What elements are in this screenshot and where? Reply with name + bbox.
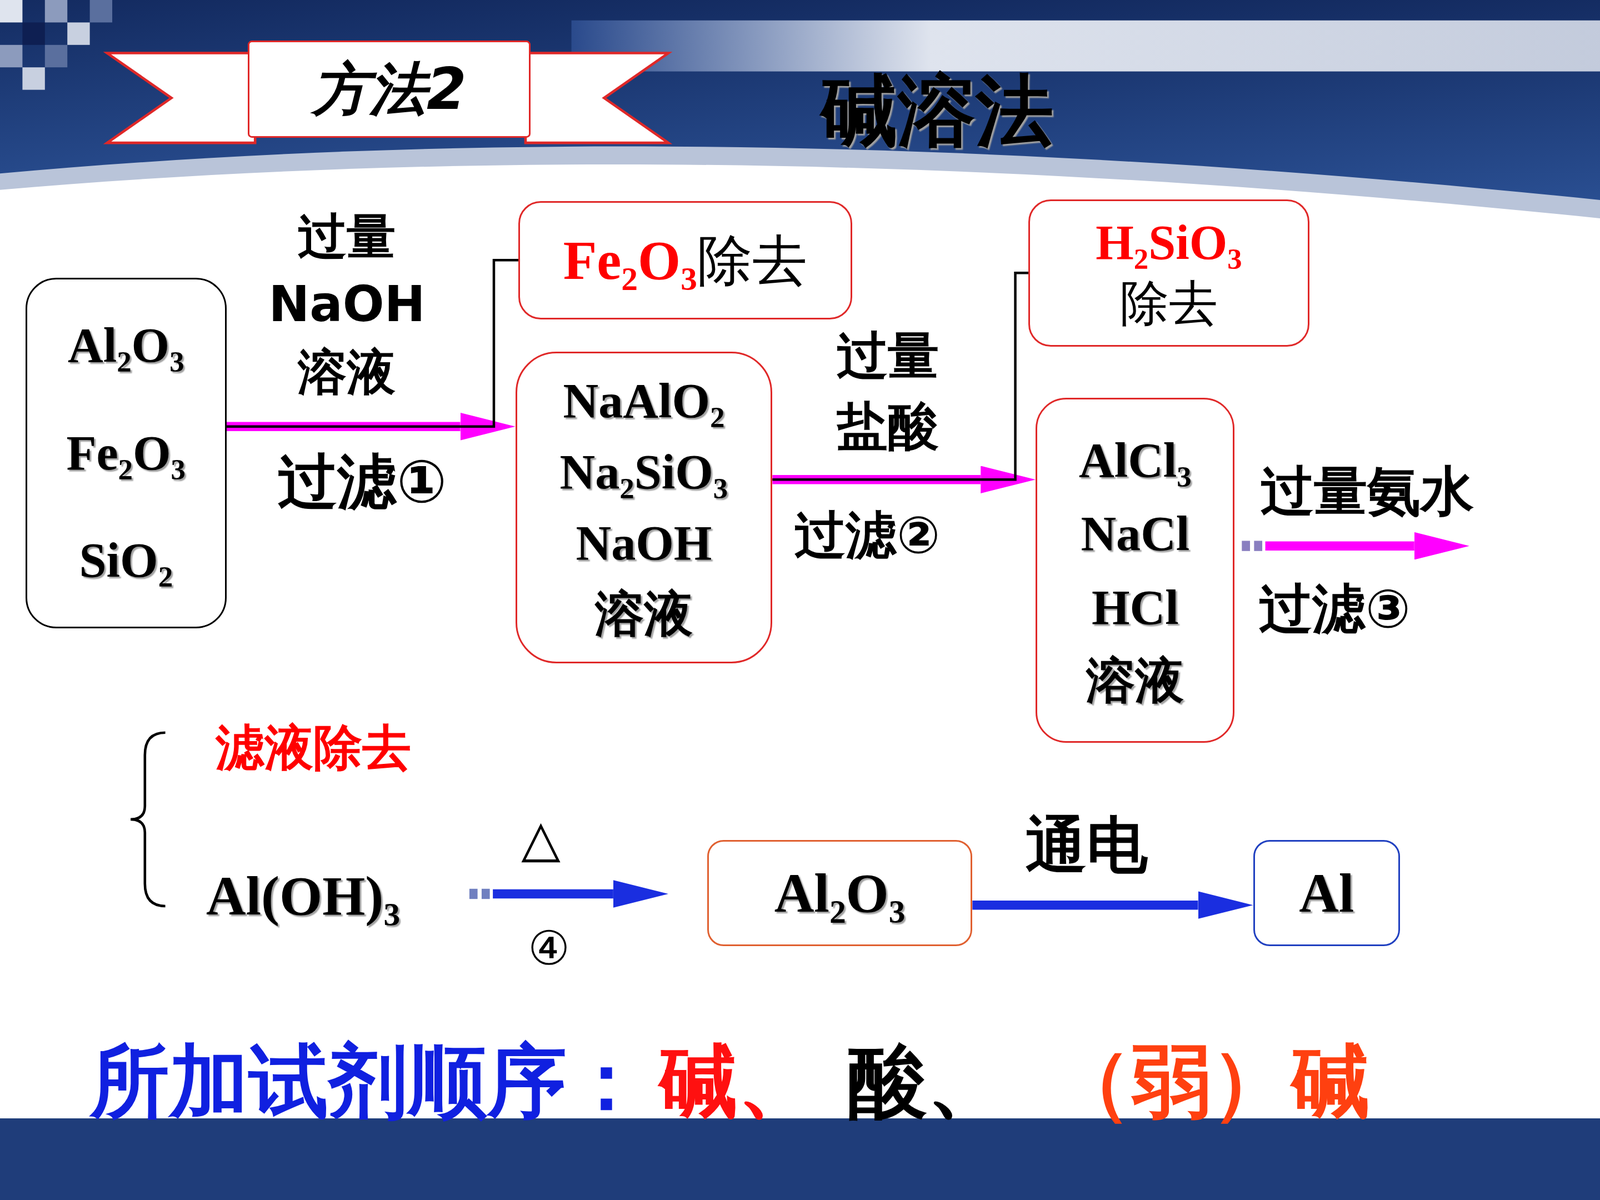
residue-box: Fe₂O₃除去 — [518, 201, 853, 320]
node-text: 方法2 — [312, 57, 467, 121]
header-stripe — [571, 20, 1600, 72]
summary-text: 酸、 — [847, 1036, 1007, 1128]
flow-arrow — [1265, 541, 1415, 551]
corner-squares — [0, 0, 113, 90]
summary-text: 所加试剂顺序： — [90, 1036, 647, 1128]
step-label: 过滤③ — [1258, 578, 1411, 640]
node-content: Fe₂O₃除去 — [563, 227, 808, 294]
reagent-label: 过量氨水 — [1260, 461, 1474, 523]
reagent-label: 过量 NaOH 溶液 — [268, 202, 425, 406]
ribbon-tail — [107, 53, 255, 144]
page-title: 碱溶法 — [820, 60, 1054, 165]
node-content: Al₂O₃ — [774, 860, 906, 927]
node-text: Al₂O₃ Fe₂O₃ SiO₂ — [66, 291, 186, 615]
ribbon-banner: 方法2 — [247, 40, 531, 138]
ribbon-tail — [525, 53, 669, 144]
product-box: Al — [1253, 840, 1400, 947]
heat-symbol: △ — [521, 809, 561, 869]
header-wave-shadow — [0, 146, 1600, 1200]
filtrate-box: AlCl₃ NaCl HCl 溶液 — [1035, 397, 1235, 743]
flow-arrow — [492, 889, 614, 899]
raw-material-box: Al₂O₃ Fe₂O₃ SiO₂ — [25, 277, 227, 629]
node-text: AlCl₃ NaCl HCl 溶液 — [1078, 423, 1192, 718]
step-label: 过滤② — [794, 506, 940, 565]
node-text: 除去 — [1120, 273, 1218, 333]
page-ground — [0, 164, 1600, 1200]
node-text: Al — [1298, 860, 1354, 927]
node-content: Al₂O₃ Fe₂O₃ SiO₂ — [66, 291, 186, 615]
residue-box: H₂SiO₃除去 — [1028, 199, 1309, 348]
filtrate-note: 滤液除去 — [215, 720, 412, 777]
node-content: AlCl₃ NaCl HCl 溶液 — [1078, 423, 1192, 718]
reagent-label: 过量 盐酸 — [836, 321, 939, 463]
node-text: 除去 — [697, 227, 808, 294]
reagent-label: 通电 — [1025, 808, 1148, 882]
node-content: H₂SiO₃除去 — [1095, 213, 1243, 334]
node-text: NaAlO₂ Na₂SiO₃ NaOH 溶液 — [560, 365, 729, 650]
step-label: 过滤① — [277, 447, 447, 517]
footer-band — [0, 1118, 1600, 1200]
node-text: Fe₂O₃ — [563, 227, 698, 294]
curly-bracket — [130, 732, 165, 907]
node-text: H₂SiO₃ — [1095, 213, 1243, 273]
node-content: NaAlO₂ Na₂SiO₃ NaOH 溶液 — [560, 365, 729, 650]
summary-text: （弱）碱 — [1052, 1036, 1370, 1128]
product-box: Al₂O₃ — [707, 840, 973, 947]
node-content: 方法2 — [312, 57, 467, 121]
node-content: Al — [1298, 860, 1354, 927]
filtrate-box: NaAlO₂ Na₂SiO₃ NaOH 溶液 — [515, 351, 773, 664]
flow-arrow — [972, 900, 1198, 910]
step-number: ④ — [527, 922, 570, 977]
precipitate-label: Al(OH)₃ — [206, 864, 400, 928]
node-text: Al₂O₃ — [774, 860, 906, 927]
summary-text: 碱、 — [658, 1036, 818, 1128]
